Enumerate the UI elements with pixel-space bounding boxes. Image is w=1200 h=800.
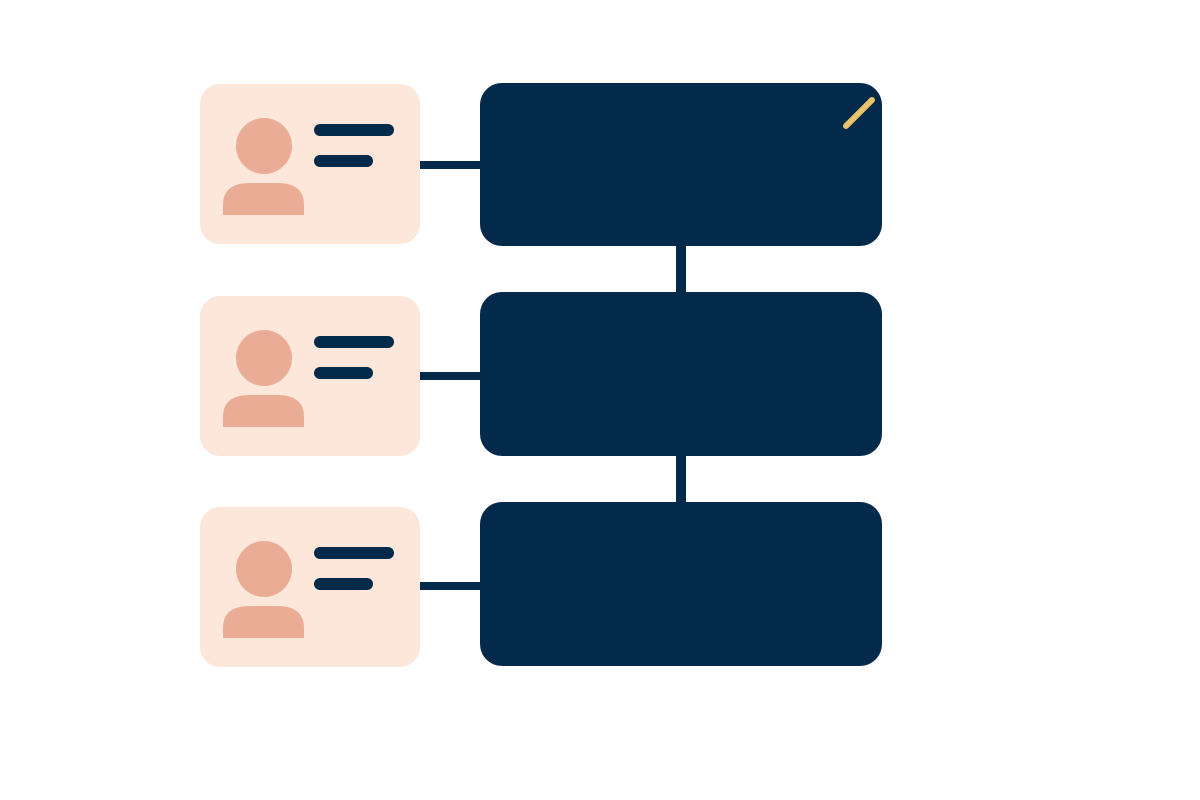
user-avatar-icon (223, 541, 304, 638)
detail-panel (480, 292, 882, 456)
user-avatar-icon (223, 118, 304, 215)
profile-card (200, 296, 420, 456)
profile-card (200, 507, 420, 667)
profile-card-bg (200, 296, 420, 456)
diagram-row (200, 83, 882, 246)
profile-card (200, 84, 420, 244)
avatar-head (236, 330, 292, 386)
detail-panel (480, 502, 882, 666)
avatar-body (223, 606, 304, 638)
diagram-row (200, 292, 882, 456)
avatar-body (223, 395, 304, 427)
profile-card-bg (200, 507, 420, 667)
text-line-long (314, 336, 394, 348)
avatar-head (236, 118, 292, 174)
detail-panel-bg (480, 292, 882, 456)
detail-panel-bg (480, 502, 882, 666)
diagram-row (200, 502, 882, 667)
pencil-mark-icon (843, 97, 875, 129)
detail-panel (480, 83, 882, 246)
text-line-long (314, 547, 394, 559)
detail-panel-bg (480, 83, 882, 246)
avatar-body (223, 183, 304, 215)
text-line-short (314, 578, 373, 590)
text-line-long (314, 124, 394, 136)
text-line-short (314, 367, 373, 379)
avatar-head (236, 541, 292, 597)
profile-card-bg (200, 84, 420, 244)
user-avatar-icon (223, 330, 304, 427)
text-line-short (314, 155, 373, 167)
